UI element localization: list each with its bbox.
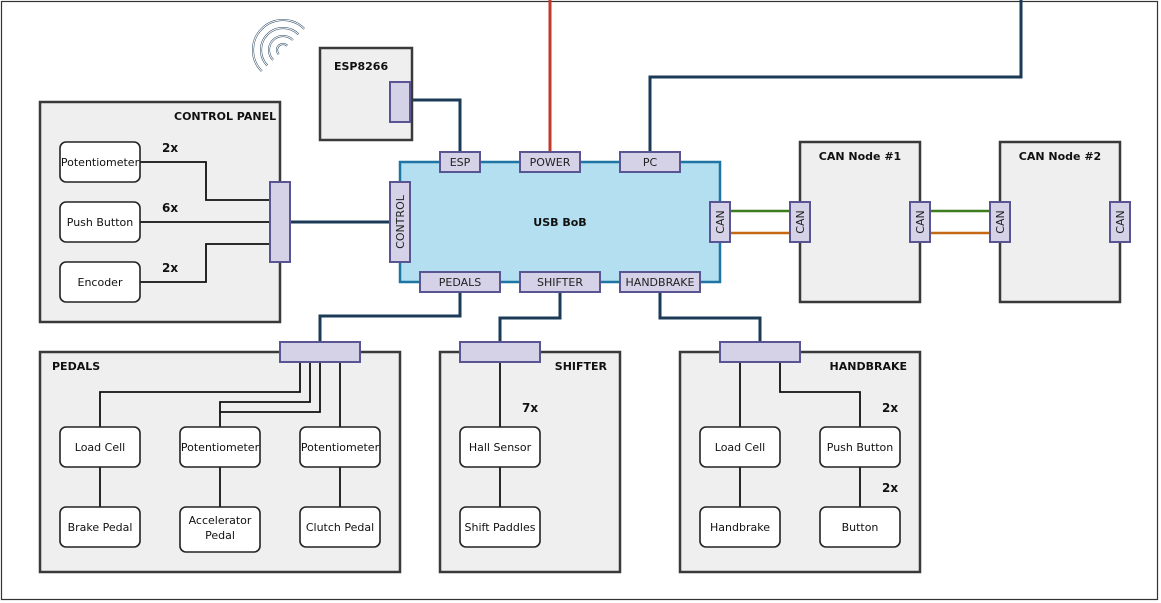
can-node-1-block xyxy=(798,140,922,304)
pedals-in-port xyxy=(279,341,361,363)
shifter-title: SHIFTER xyxy=(555,360,608,373)
esp-port xyxy=(439,151,481,173)
esp-port-label: ESP xyxy=(450,156,471,169)
shifter-port-label: SHIFTER xyxy=(537,276,583,289)
handbrake-port xyxy=(619,271,701,293)
accelerator-pedal-label-2: Pedal xyxy=(205,529,235,542)
control-panel-port xyxy=(269,181,291,263)
push-button-hb xyxy=(819,426,901,468)
load-cell-pedals xyxy=(59,426,141,468)
pc-wire xyxy=(648,0,1023,154)
handbrake-component-label: Handbrake xyxy=(710,521,770,534)
usb-bob-title: USB BoB xyxy=(533,216,586,229)
potentiometer-cp-label: Potentiometer xyxy=(61,156,140,169)
hall-sensor-label: Hall Sensor xyxy=(469,441,532,454)
load-cell-pedals-label: Load Cell xyxy=(75,441,125,454)
esp8266-title: ESP8266 xyxy=(334,60,388,73)
encoder-cp-wire xyxy=(140,243,272,283)
potentiometer-acc-wire-2 xyxy=(220,362,321,413)
power-port-label: POWER xyxy=(530,156,571,169)
push-button-cp xyxy=(59,201,141,243)
shift-paddles-label: Shift Paddles xyxy=(465,521,536,534)
clutch-pedal-label: Clutch Pedal xyxy=(306,521,374,534)
hall-sensor-multiplier: 7x xyxy=(522,401,538,415)
can-node-2-out-label: CAN xyxy=(1114,210,1127,233)
pedals-title: PEDALS xyxy=(52,360,100,373)
clutch-pedal xyxy=(299,506,381,548)
push-button-multiplier: 6x xyxy=(162,201,178,215)
can-node-2-out-port xyxy=(1109,201,1131,243)
button-hb xyxy=(819,506,901,548)
load-cell-hb-label: Load Cell xyxy=(715,441,765,454)
pedals-port-label: PEDALS xyxy=(439,276,482,289)
control-port xyxy=(389,181,411,263)
potentiometer-accelerator xyxy=(179,426,261,468)
handbrake-in-port xyxy=(719,341,801,363)
encoder-cp-label: Encoder xyxy=(78,276,123,289)
handbrake-title: HANDBRAKE xyxy=(830,360,907,373)
shift-paddles xyxy=(459,506,541,548)
potentiometer-accelerator-label: Potentiometer xyxy=(181,441,260,454)
pedals-port xyxy=(419,271,501,293)
button-hb-label: Button xyxy=(842,521,879,534)
pc-port-label: PC xyxy=(643,156,658,169)
shifter-in-port xyxy=(459,341,541,363)
push-button-hb-multiplier: 2x xyxy=(882,401,898,415)
wifi-icon xyxy=(252,19,305,72)
shifter-port xyxy=(519,271,601,293)
brake-pedal xyxy=(59,506,141,548)
handbrake-port-label: HANDBRAKE xyxy=(626,276,695,289)
potentiometer-cp-wire xyxy=(140,161,272,201)
push-button-cp-label: Push Button xyxy=(67,216,133,229)
can-node-2-title: CAN Node #2 xyxy=(1019,150,1101,163)
control-panel-title: CONTROL PANEL xyxy=(174,110,276,123)
esp8266-port xyxy=(389,81,411,123)
can-node-2-in-port xyxy=(989,201,1011,243)
can-node-2-block xyxy=(998,140,1122,304)
load-cell-wire xyxy=(99,362,301,427)
accelerator-pedal-label-1: Accelerator xyxy=(189,514,252,527)
bob-can-port-label: CAN xyxy=(714,210,727,233)
power-port xyxy=(519,151,581,173)
encoder-cp xyxy=(59,261,141,303)
potentiometer-cp xyxy=(59,141,141,183)
can-node-2-in-label: CAN xyxy=(994,210,1007,233)
potentiometer-clutch-label: Potentiometer xyxy=(301,441,380,454)
pedals-wire xyxy=(318,290,462,344)
push-button-hb-wire xyxy=(779,362,861,427)
can-node-1-in-label: CAN xyxy=(794,210,807,233)
accelerator-pedal xyxy=(179,506,261,553)
shifter-wire xyxy=(498,290,562,344)
brake-pedal-label: Brake Pedal xyxy=(68,521,133,534)
esp-wire xyxy=(410,98,462,154)
can-node-1-in-port xyxy=(789,201,811,243)
handbrake-wire xyxy=(658,290,762,344)
button-hb-multiplier: 2x xyxy=(882,481,898,495)
hall-sensor xyxy=(459,426,541,468)
push-button-hb-label: Push Button xyxy=(827,441,893,454)
potentiometer-acc-wire xyxy=(219,362,311,427)
bob-can-port xyxy=(709,201,731,243)
load-cell-hb xyxy=(699,426,781,468)
handbrake-component xyxy=(699,506,781,548)
can-node-1-title: CAN Node #1 xyxy=(819,150,901,163)
encoder-multiplier: 2x xyxy=(162,261,178,275)
pc-port xyxy=(619,151,681,173)
can-node-1-out-port xyxy=(909,201,931,243)
can-node-1-out-label: CAN xyxy=(914,210,927,233)
potentiometer-clutch xyxy=(299,426,381,468)
control-port-label: CONTROL xyxy=(394,194,407,249)
potentiometer-multiplier: 2x xyxy=(162,141,178,155)
